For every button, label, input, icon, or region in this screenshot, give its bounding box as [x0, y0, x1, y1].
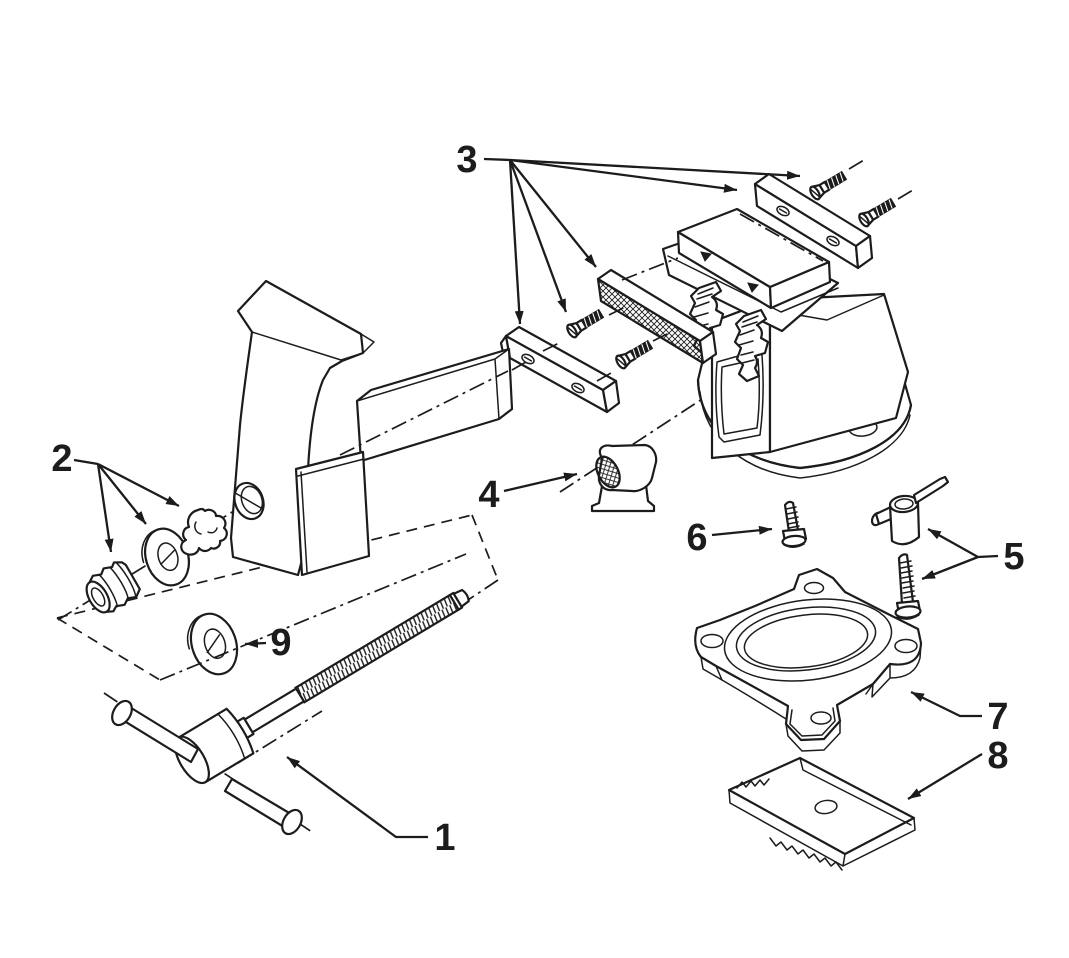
- assembly-mark-arrow-left: [700, 251, 712, 262]
- pin-cylinder: [888, 501, 921, 546]
- leader-3-bottom-bar: [508, 159, 524, 325]
- swivel-base: [694, 567, 923, 752]
- lock-plate-step: [799, 757, 912, 826]
- leader-3-top-bar: [509, 158, 738, 193]
- mid-screw-axes: [511, 306, 670, 382]
- swivel-lug-hole-left: [700, 633, 724, 649]
- swivel-ring-inner-step: [743, 613, 869, 669]
- lock-plate: [727, 756, 916, 871]
- leader-1-screw: [286, 756, 428, 839]
- insert-axis: [621, 257, 679, 281]
- jaw-plate-bottom-bar: [499, 325, 621, 414]
- jaw-plate-screw-mid-1: [564, 306, 606, 340]
- leader-2-clip: [97, 462, 180, 508]
- t-handle-lower-cap: [281, 808, 303, 836]
- leader-5-pin: [927, 527, 979, 559]
- part-label-7: 7: [987, 696, 1008, 738]
- leader-7-swivel-base: [910, 690, 982, 718]
- screw-nut-block: [590, 443, 658, 513]
- top-screw-axis-2: [897, 189, 914, 200]
- lock-plate-top: [727, 756, 916, 856]
- vise-body: [696, 292, 913, 479]
- jaw-plate-top-bar: [753, 172, 874, 270]
- retaining-e-clip: [180, 507, 228, 556]
- t-handle: [111, 699, 303, 836]
- slide-beam: [355, 347, 514, 463]
- callout-labels: 1 2 3 4 5 6 7 8 9: [51, 139, 1024, 859]
- part-label-9: 9: [270, 622, 291, 664]
- assembly-mark-arrow-right: [747, 282, 759, 293]
- swivel-base-thickness-edges: [700, 642, 922, 752]
- swivel-lug-hole-right: [894, 638, 918, 654]
- part-label-1: 1: [434, 817, 455, 859]
- body-window-outer: [715, 350, 764, 443]
- nut-block-threaded-hole: [595, 455, 621, 489]
- leader-3-screw-mid: [508, 159, 568, 313]
- slide-jaw-assembly: [661, 207, 840, 383]
- swivel-lug-hole-bottom: [810, 711, 832, 725]
- leader-8-lock-plate: [907, 753, 983, 800]
- lock-pin-handle: [870, 475, 950, 546]
- beam-centerline: [339, 370, 509, 456]
- slide-plate-upper-top: [676, 207, 831, 289]
- swivel-ring-opening: [735, 606, 877, 672]
- front-jaw-assembly: [229, 279, 514, 577]
- front-jaw-screw-hole: [233, 481, 265, 521]
- leader-3-insert: [509, 159, 597, 268]
- callout-leaders: [73, 157, 999, 839]
- swivel-lug-hole-top: [803, 581, 825, 595]
- lock-washer: [186, 612, 239, 676]
- leader-3-screw-top: [509, 158, 801, 180]
- vise-body-right-face: [768, 292, 910, 454]
- front-jaw-top-edge: [251, 331, 364, 361]
- part-label-4: 4: [478, 474, 499, 516]
- nut-block-axis-centerline: [559, 389, 717, 493]
- jaw-plate-screw-top-2: [856, 195, 898, 229]
- part-label-6: 6: [686, 517, 707, 559]
- part-label-5: 5: [1003, 536, 1024, 578]
- part-label-8: 8: [987, 735, 1008, 777]
- swivel-base-outline: [694, 567, 923, 742]
- lock-bolt-long: [894, 553, 922, 620]
- bolt-flange: [781, 534, 807, 548]
- pin-cross-rod: [912, 475, 950, 505]
- leader-2-nut: [96, 463, 114, 553]
- jaw-plate-screw-mid-2: [613, 337, 655, 371]
- phantom-line-right: [471, 514, 499, 581]
- lock-plate-thickness: [728, 789, 916, 867]
- leader-9-washer: [244, 638, 267, 648]
- lock-bolt-small: [781, 500, 808, 548]
- part-label-2: 2: [51, 438, 72, 480]
- swivel-ring-outer: [723, 598, 893, 682]
- screw-threaded-shank: [294, 593, 461, 704]
- bottom-lug-inner-line: [789, 707, 836, 737]
- part-label-3: 3: [456, 139, 477, 181]
- lock-plate-rack-teeth: [769, 837, 843, 871]
- top-screw-axis-1: [848, 159, 865, 170]
- front-jaw-notch: [360, 333, 375, 354]
- serrated-jaw-insert: [596, 257, 718, 365]
- main-screw: [111, 588, 470, 836]
- leader-5-bolt: [921, 555, 979, 581]
- leader-4-nut-block: [503, 472, 578, 493]
- lock-plate-end-teeth: [736, 778, 770, 789]
- screw-tip-axis: [467, 579, 499, 601]
- front-jaw-plate: [294, 450, 371, 577]
- plate-diagonal-centerline: [739, 213, 824, 262]
- leader-2-washer: [97, 463, 147, 525]
- screw-tip: [452, 588, 470, 608]
- jaw-plate-screw-top-1: [807, 168, 849, 202]
- leader-6-bolt: [711, 525, 773, 537]
- spindle-nut: [85, 561, 141, 614]
- lock-plate-hole: [814, 799, 838, 815]
- t-handle-upper-cap: [111, 699, 133, 727]
- screw-smooth-shank: [243, 687, 305, 734]
- long-bolt-flange: [894, 605, 922, 619]
- lock-washer-axis: [159, 553, 467, 681]
- phantom-line-left: [56, 617, 161, 681]
